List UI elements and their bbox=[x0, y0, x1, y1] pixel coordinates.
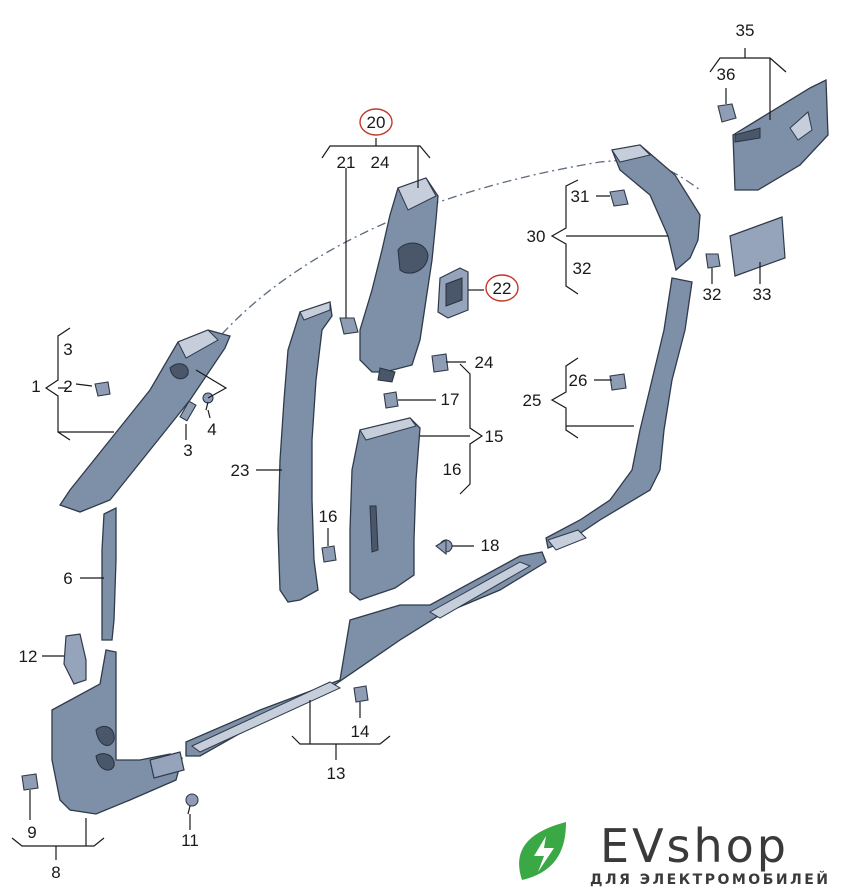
callout-2: 2 bbox=[63, 377, 72, 396]
logo-name: EVshop bbox=[600, 819, 789, 873]
callout-22: 22 bbox=[493, 279, 512, 298]
callout-4: 4 bbox=[207, 420, 216, 439]
callout-32-left: 32 bbox=[573, 259, 592, 278]
part-35-rear-trim bbox=[732, 78, 829, 191]
callout-25: 25 bbox=[523, 391, 542, 410]
callout-1: 1 bbox=[31, 377, 40, 396]
part-11-screw bbox=[185, 793, 199, 815]
part-6-seal-strip bbox=[101, 506, 117, 641]
part-13-sill-trim bbox=[185, 551, 547, 757]
callout-31: 31 bbox=[571, 187, 590, 206]
part-20-b-pillar-upper-trim bbox=[359, 177, 439, 383]
part-12-clip bbox=[63, 633, 87, 685]
callout-16-right: 16 bbox=[443, 460, 462, 479]
logo-tagline: ДЛЯ ЭЛЕКТРОМОБИЛЕЙ bbox=[590, 871, 831, 888]
callout-24-top: 24 bbox=[371, 153, 390, 172]
callout-32-right: 32 bbox=[703, 285, 722, 304]
part-31-clip bbox=[609, 189, 629, 207]
callout-18: 18 bbox=[481, 536, 500, 555]
part-23-pillar-seal bbox=[277, 301, 333, 603]
part-26-clip bbox=[609, 373, 627, 391]
part-2-clip bbox=[94, 381, 111, 397]
callout-15: 15 bbox=[485, 427, 504, 446]
callout-21: 21 bbox=[337, 153, 356, 172]
bolt-icon bbox=[534, 836, 554, 872]
callout-36: 36 bbox=[717, 65, 736, 84]
part-9-clip bbox=[21, 773, 39, 791]
callout-35: 35 bbox=[736, 21, 755, 40]
part-17-clip bbox=[383, 391, 399, 409]
part-16-clip-b bbox=[321, 545, 337, 563]
part-25-c-pillar-lower-trim bbox=[545, 277, 693, 551]
part-1-a-pillar-trim bbox=[58, 329, 231, 513]
callout-23: 23 bbox=[231, 461, 250, 480]
part-30-c-pillar-trim bbox=[611, 144, 701, 272]
callout-30: 30 bbox=[527, 227, 546, 246]
part-24-clip bbox=[431, 353, 449, 373]
callout-26: 26 bbox=[569, 371, 588, 390]
callout-14: 14 bbox=[351, 722, 370, 741]
callout-9: 9 bbox=[27, 823, 36, 842]
evshop-logo: EVshop ДЛЯ ЭЛЕКТРОМОБИЛЕЙ bbox=[519, 819, 831, 888]
highlight-20 bbox=[359, 108, 393, 136]
callout-11: 11 bbox=[181, 831, 199, 850]
part-3-pin bbox=[179, 400, 197, 422]
callout-labels: 35 36 20 21 24 22 24 31 30 32 32 33 3 1 … bbox=[19, 21, 772, 882]
part-21-clip bbox=[339, 317, 359, 335]
part-14-clip bbox=[353, 685, 369, 703]
part-32-clip bbox=[705, 253, 721, 269]
callout-16-left: 16 bbox=[319, 507, 338, 526]
highlight-22 bbox=[485, 274, 519, 302]
part-22-belt-guide bbox=[437, 267, 469, 319]
callout-3-top: 3 bbox=[63, 340, 72, 359]
callout-20: 20 bbox=[367, 113, 386, 132]
callout-8: 8 bbox=[51, 863, 60, 882]
part-15-b-pillar-lower-trim bbox=[349, 417, 421, 601]
callout-6: 6 bbox=[63, 569, 72, 588]
part-36-clip bbox=[717, 103, 737, 123]
callout-12: 12 bbox=[19, 647, 38, 666]
leader-lines bbox=[11, 48, 787, 860]
callout-24-lower: 24 bbox=[475, 353, 494, 372]
part-8-footwell-trim bbox=[51, 649, 185, 815]
callout-33: 33 bbox=[753, 285, 772, 304]
part-18-screw bbox=[435, 539, 453, 556]
callout-17: 17 bbox=[441, 390, 460, 409]
part-33-cover bbox=[729, 216, 786, 277]
callout-3-lower: 3 bbox=[183, 441, 192, 460]
callout-13: 13 bbox=[327, 764, 346, 783]
